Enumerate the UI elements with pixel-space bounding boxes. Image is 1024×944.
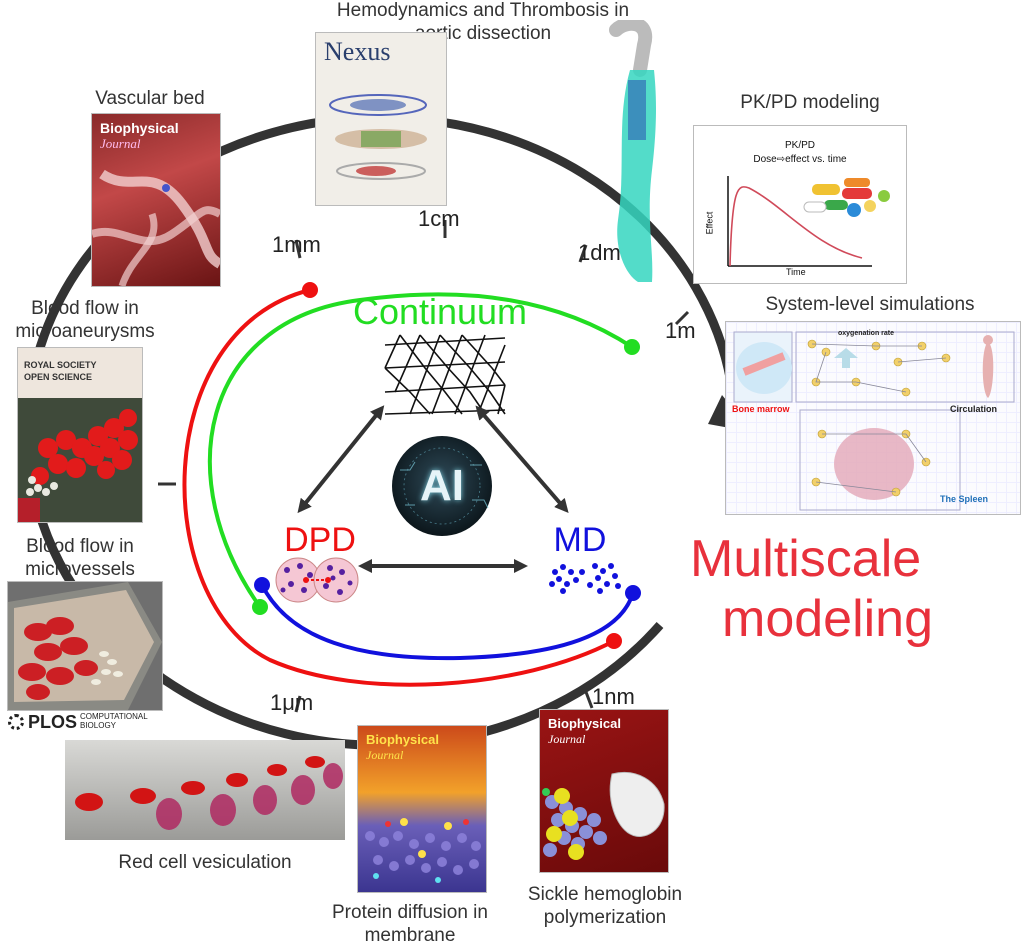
continuum-range-arc — [207, 292, 634, 609]
caption-red-cell: Red cell vesiculation — [118, 852, 292, 873]
biophysical-journal-cover-vascular: Biophysical Journal — [92, 114, 220, 286]
dpd-range-start-dot — [606, 633, 622, 649]
sickle-fiber-art — [542, 772, 665, 860]
biophysical-journal-cover-protein: Biophysical Journal — [358, 726, 486, 892]
continuum-mesh-icon — [384, 334, 506, 415]
caption-sickle: Sickle hemoglobin polymerization — [527, 884, 683, 928]
multiscale-title-line1: Multiscale — [690, 530, 922, 588]
rbc-art — [75, 756, 343, 830]
nexus-cover: Nexus — [316, 33, 446, 205]
md-range-end-dot — [625, 585, 641, 601]
plos-computational-biology-cover — [8, 582, 162, 710]
system-level-panel: oxygenation rate Bone marrow Circulation… — [726, 322, 1020, 514]
caption-microaneurysms: Blood flow in microaneurysms — [15, 298, 155, 342]
scale-label-1m: 1m — [665, 318, 696, 343]
scale-label-1um: 1μm — [270, 690, 314, 715]
aorta-art — [329, 94, 427, 180]
plos-gear-icon — [8, 714, 24, 730]
md-label: MD — [553, 521, 607, 559]
scale-label-1cm: 1cm — [418, 206, 460, 231]
caption-protein-diffusion: Protein diffusion in membrane — [332, 902, 488, 944]
pills-icon — [803, 178, 890, 217]
aortic-dissection-figure — [609, 20, 656, 282]
caption-system-level: System-level simulations — [765, 294, 975, 315]
pkpd-panel: PK/PD Dose⇨effect vs. time Effect Time — [694, 126, 906, 283]
dpd-particles-icon — [275, 557, 359, 603]
caption-microvessels: Blood flow in microvessels — [25, 536, 135, 580]
continuum-range-start-dot — [252, 599, 268, 615]
caption-vascular-bed: Vascular bed — [95, 88, 205, 109]
coupling-arrows — [297, 405, 569, 573]
red-cell-vesiculation-image — [65, 740, 345, 840]
royal-society-open-science-cover: ROYAL SOCIETY OPEN SCIENCE — [18, 348, 142, 522]
md-range-start-dot — [254, 577, 270, 593]
md-range-arc — [260, 584, 635, 661]
scale-label-1mm: 1mm — [272, 232, 321, 257]
dpd-range-end-dot — [302, 282, 318, 298]
dpd-label: DPD — [284, 521, 356, 559]
caption-hemodynamics: Hemodynamics and Thrombosis in aortic di… — [336, 0, 630, 44]
microaneurysm-art — [18, 398, 142, 522]
md-particles-icon — [549, 563, 621, 594]
microvessel-art — [8, 582, 162, 710]
multiscale-title-line2: modeling — [722, 590, 934, 648]
continuum-range-end-dot — [624, 339, 640, 355]
scale-label-1nm: 1nm — [592, 684, 635, 709]
scale-label-1dm: 1dm — [578, 240, 621, 265]
membrane-art — [365, 818, 481, 883]
dpd-range-arc — [182, 288, 615, 687]
continuum-label: Continuum — [352, 291, 528, 332]
system-network — [733, 331, 1015, 511]
pkpd-curve — [727, 176, 890, 267]
caption-pkpd: PK/PD modeling — [740, 92, 880, 113]
scale-ticks — [158, 220, 690, 713]
ai-label: AI — [420, 461, 464, 510]
biophysical-journal-cover-sickle: Biophysical Journal — [540, 710, 668, 872]
vessel-network-art — [92, 169, 220, 286]
